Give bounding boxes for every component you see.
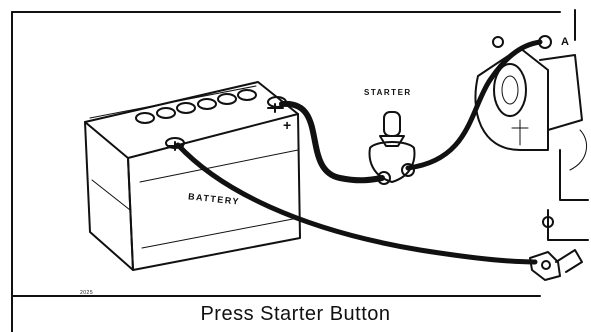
starter-switch bbox=[358, 111, 416, 185]
terminal-label: A bbox=[561, 36, 570, 48]
figure-frame bbox=[11, 11, 561, 332]
ground-cable bbox=[175, 142, 538, 265]
starter-to-terminal-cable bbox=[405, 39, 543, 171]
starter-motor bbox=[474, 9, 589, 241]
ground-clamp bbox=[529, 249, 583, 281]
battery: + bbox=[84, 81, 301, 271]
figure-caption: Press Starter Button bbox=[200, 303, 391, 325]
battery-cells bbox=[135, 89, 257, 124]
battery-positive-cable bbox=[279, 100, 385, 184]
starter-label: STARTER bbox=[364, 88, 412, 97]
figure-code-label: 2025 bbox=[80, 290, 94, 296]
svg-text:+: + bbox=[283, 117, 291, 133]
